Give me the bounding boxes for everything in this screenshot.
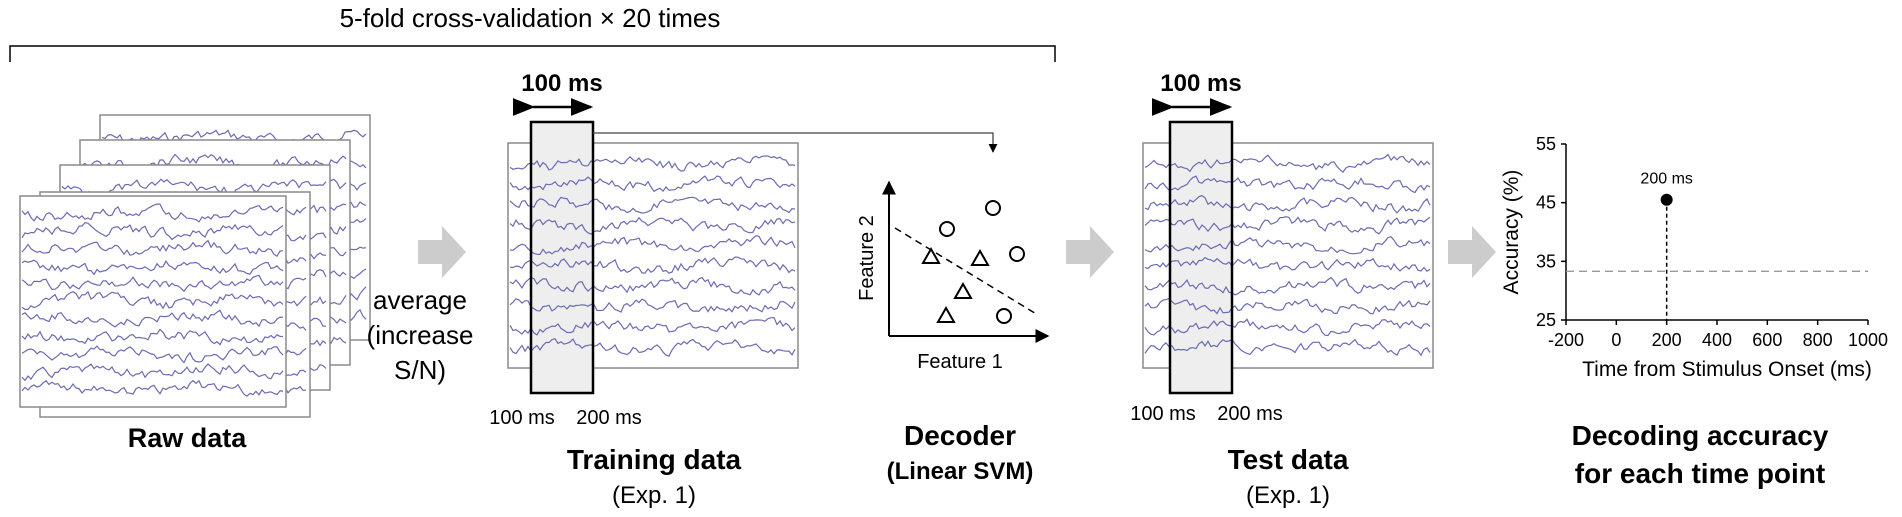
test-traces — [1144, 153, 1431, 357]
signal-trace — [1144, 276, 1431, 296]
flow-arrow-2 — [1066, 226, 1114, 278]
point-label: 200 ms — [1640, 171, 1692, 188]
signal-trace — [509, 337, 796, 357]
x-tick-label: 0 — [1611, 330, 1621, 350]
signal-trace — [1144, 216, 1431, 235]
signal-trace — [509, 316, 796, 336]
accuracy-data-point — [1660, 193, 1673, 206]
training-subtitle: (Exp. 1) — [612, 482, 696, 509]
training-title: Training data — [567, 444, 742, 475]
average-label: average — [373, 285, 467, 315]
accuracy-title-line2: for each time point — [1575, 458, 1825, 489]
decoder-title: Decoder — [904, 420, 1016, 451]
raw-data-sheet-front — [19, 195, 287, 408]
test-window-label: 100 ms — [1160, 70, 1241, 97]
class-a-triangle — [953, 281, 973, 299]
test-tick-start: 100 ms — [1130, 403, 1196, 425]
class-b-circle — [939, 221, 955, 237]
y-tick-label: 25 — [1536, 310, 1556, 330]
cv-title: 5-fold cross-validation × 20 times — [340, 3, 721, 33]
signal-trace — [1144, 318, 1431, 337]
test-subtitle: (Exp. 1) — [1246, 482, 1330, 509]
accuracy-title-line1: Decoding accuracy — [1572, 420, 1829, 451]
training-traces — [509, 155, 796, 357]
decision-boundary — [894, 227, 1039, 316]
raw-data-stack — [19, 114, 371, 418]
class-b-circle — [985, 200, 1001, 216]
signal-trace — [1144, 194, 1431, 214]
signal-trace — [1144, 338, 1431, 357]
flow-arrow-3 — [1448, 226, 1496, 278]
class-b-circle — [1009, 246, 1025, 262]
training-to-decoder-arrow — [593, 132, 998, 153]
class-a-triangle — [936, 305, 956, 323]
signal-trace — [21, 379, 284, 397]
x-tick-label: 800 — [1803, 330, 1833, 350]
signal-trace — [509, 276, 796, 296]
signal-trace — [21, 239, 284, 258]
signal-trace — [509, 256, 796, 274]
signal-trace — [1144, 297, 1431, 315]
training-window-label: 100 ms — [521, 70, 602, 97]
accuracy-xlabel: Time from Stimulus Onset (ms) — [1582, 358, 1872, 381]
x-tick-label: 200 — [1652, 330, 1682, 350]
class-a-triangle — [921, 246, 941, 264]
test-title: Test data — [1228, 444, 1349, 475]
signal-trace — [21, 203, 284, 223]
cv-bracket — [9, 45, 1056, 62]
decoder-xlabel: Feature 1 — [917, 351, 1003, 373]
y-tick-label: 55 — [1536, 134, 1556, 154]
average-label-3: S/N) — [394, 355, 446, 385]
signal-trace — [1144, 175, 1431, 194]
class-a-triangle — [970, 248, 990, 266]
signal-trace — [21, 290, 284, 310]
signal-trace — [509, 297, 796, 313]
signal-trace — [21, 222, 284, 241]
training-tick-end: 200 ms — [576, 407, 642, 429]
signal-trace — [101, 129, 367, 147]
signal-trace — [21, 345, 284, 364]
y-tick-label: 45 — [1536, 193, 1556, 213]
training-tick-start: 100 ms — [489, 407, 555, 429]
signal-trace — [509, 216, 796, 235]
signal-trace — [21, 259, 284, 276]
x-tick-label: 400 — [1702, 330, 1732, 350]
signal-trace — [509, 235, 796, 256]
x-tick-label: 1000 — [1848, 330, 1888, 350]
test-tick-end: 200 ms — [1217, 403, 1283, 425]
class-b-circle — [996, 308, 1012, 324]
signal-trace — [21, 363, 284, 382]
decoder-ylabel: Feature 2 — [856, 215, 878, 301]
signal-trace — [1144, 236, 1431, 255]
flow-arrow-1 — [418, 226, 466, 278]
decoder-plot — [882, 180, 1050, 343]
signal-trace — [509, 155, 796, 172]
signal-trace — [21, 309, 284, 328]
signal-trace — [1144, 153, 1431, 173]
accuracy-chart: 25 35 45 55 -200 0 200 400 600 800 1000 200 ms Time … — [1500, 134, 1888, 381]
y-tick-label: 35 — [1536, 251, 1556, 271]
average-label-2: (increase — [367, 320, 474, 350]
test-window — [1168, 120, 1234, 395]
x-tick-label: -200 — [1548, 330, 1584, 350]
accuracy-ylabel: Accuracy (%) — [1500, 170, 1523, 295]
signal-trace — [21, 328, 284, 346]
x-tick-label: 600 — [1752, 330, 1782, 350]
raw-data-title: Raw data — [128, 423, 248, 453]
training-window — [529, 120, 595, 395]
decoder-subtitle: (Linear SVM) — [887, 458, 1034, 485]
signal-trace — [509, 196, 796, 214]
signal-trace — [509, 175, 796, 193]
signal-trace — [21, 274, 284, 293]
signal-trace — [1144, 256, 1431, 272]
